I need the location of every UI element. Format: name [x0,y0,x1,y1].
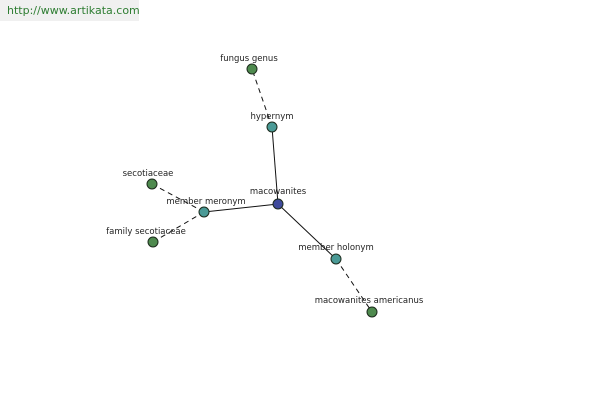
node-label-macowanites-americanus: macowanites americanus [315,296,424,306]
labels-layer: macowanites hypernym fungus genus member me… [106,54,424,306]
node-fungus-genus[interactable] [246,63,258,75]
node-macowanites-americanus[interactable] [366,306,378,318]
node-family-secotiaceae[interactable] [147,236,159,248]
site-url-watermark[interactable]: http://www.artikata.com [0,0,140,21]
node-label-hypernym: hypernym [250,112,293,122]
edge-member-holonym-to-macowanites-americanus [335,258,373,313]
node-label-family-secotiaceae: family secotiaceae [106,227,186,237]
node-label-macowanites: macowanites [250,187,307,197]
edge-member-meronym-to-secotiaceae [151,183,205,213]
edges-layer [151,68,373,313]
node-macowanites[interactable] [272,198,284,210]
node-member-meronym[interactable] [198,206,210,218]
node-label-fungus-genus: fungus genus [220,54,278,64]
nodes-layer [146,63,378,318]
node-label-member-holonym: member holonym [298,243,373,253]
edge-macowanites-to-member-meronym [203,203,279,213]
edge-macowanites-to-member-holonym [277,203,337,260]
node-label-member-meronym: member meronym [166,197,245,207]
edge-macowanites-to-hypernym [271,126,279,205]
edge-hypernym-to-fungus-genus [251,68,273,128]
node-secotiaceae[interactable] [146,178,158,190]
node-member-holonym[interactable] [330,253,342,265]
edge-member-meronym-to-family-secotiaceae [152,211,205,243]
node-label-secotiaceae: secotiaceae [123,169,174,179]
node-hypernym[interactable] [266,121,278,133]
